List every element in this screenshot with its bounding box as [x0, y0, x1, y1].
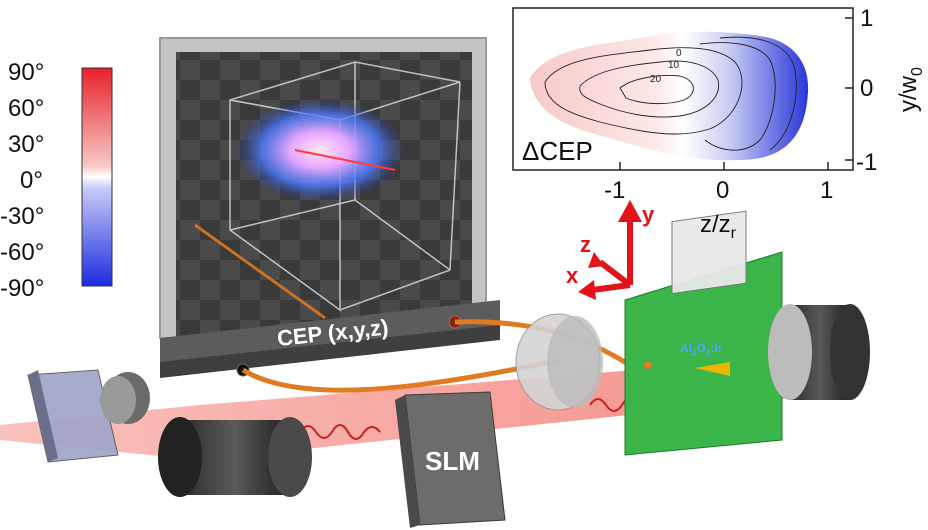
- sample-plate: Al2O3:Ir: [624, 210, 783, 456]
- inset-y-tick: 0: [860, 75, 873, 102]
- colorbar-tick: 60°: [8, 95, 44, 122]
- inset-x-tick: -1: [604, 177, 625, 204]
- output-lens: [768, 304, 870, 400]
- collimating-lens: [515, 313, 603, 411]
- inset-map: [530, 31, 809, 161]
- colorbar-tick: 30°: [8, 131, 44, 158]
- wireframe-cube: [229, 61, 461, 312]
- colorbar-tick: 90°: [8, 59, 44, 86]
- colorbar-tick: -90°: [0, 275, 44, 302]
- y-axis-label: y: [642, 202, 655, 227]
- inset-y-tick: -1: [856, 149, 877, 176]
- z-axis-arrow: [598, 259, 632, 288]
- z-axis-label: z: [580, 232, 591, 257]
- x-axis-label: x: [566, 263, 579, 288]
- colorbar-tick: 0°: [20, 167, 43, 194]
- sample-material-label: Al2O3:Ir: [680, 341, 723, 357]
- colorbar-tick: -30°: [0, 203, 44, 230]
- contour-label: 20: [650, 74, 662, 85]
- inset-x-tick: 1: [820, 177, 833, 204]
- inset-x-tick: 0: [716, 177, 729, 204]
- cep-distribution-blob: [235, 98, 405, 202]
- inset-contours: [544, 36, 797, 151]
- x-axis-arrow: [591, 282, 631, 293]
- inset-y-label: y/w0: [895, 67, 926, 112]
- screen-cable: [194, 223, 326, 320]
- focusing-mirror: [158, 417, 312, 497]
- monitor: [159, 37, 487, 339]
- small-lens: [100, 372, 150, 424]
- contour-label: 10: [668, 60, 680, 71]
- grating: [27, 369, 119, 463]
- inset-ticks: [619, 17, 853, 170]
- contour-label: 0: [676, 48, 682, 59]
- cable-left: [241, 357, 561, 393]
- inset-x-label: z/zr: [700, 211, 737, 242]
- slm: SLM: [395, 391, 506, 528]
- beam-axis-line: [294, 149, 396, 171]
- inset-label: ΔCEP: [522, 136, 593, 166]
- inset-y-tick: 1: [860, 5, 873, 32]
- slm-label: SLM: [425, 446, 480, 476]
- inset-plot: 0 10 20 ΔCEP -1 0 1 1 0 -1 z/zr y/w0: [512, 5, 926, 242]
- colorbar-tick: -60°: [0, 239, 44, 266]
- colorbar: 90° 60° 30° 0° -30° -60° -90°: [0, 59, 113, 302]
- coordinate-axes: y z x: [566, 200, 655, 300]
- colorbar-gradient: [81, 67, 113, 287]
